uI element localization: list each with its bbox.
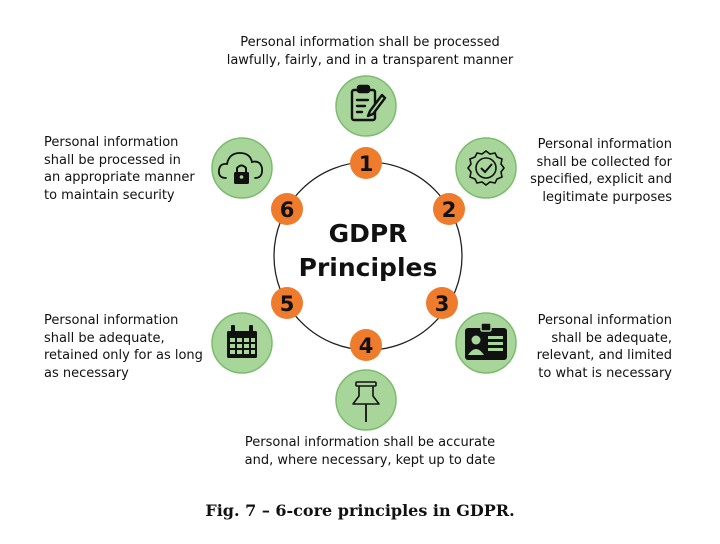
icon-circle-6: [211, 137, 273, 199]
principle-2-line-4: legitimate purposes: [542, 189, 672, 205]
icon-circle-2: [455, 137, 517, 199]
principle-3-line-4: to what is necessary: [538, 365, 672, 381]
badge-3: 3: [426, 287, 458, 319]
svg-text:1: 1: [359, 152, 374, 176]
principle-6-line-3: an appropriate manner: [44, 170, 195, 185]
principle-6-line-2: shall be processed in: [44, 152, 181, 168]
principle-5-line-1: Personal information: [44, 313, 179, 328]
principle-4-line-1: Personal information shall be accurate: [244, 435, 496, 450]
svg-text:5: 5: [280, 292, 295, 316]
principle-5-line-3: retained only for as long: [44, 348, 203, 363]
icon-circle-4: [335, 369, 397, 431]
principle-6-line-4: to maintain security: [44, 187, 175, 203]
icon-circle-1: [335, 75, 397, 137]
principle-6-line-1: Personal information: [44, 135, 179, 150]
principle-4-text: Personal information shall be accurate a…: [210, 434, 530, 469]
principle-5-line-2: shall be adequate,: [44, 330, 165, 346]
figure-caption: Fig. 7 – 6-core principles in GDPR.: [205, 501, 515, 520]
principle-3-line-3: relevant, and limited: [536, 348, 672, 363]
svg-text:6: 6: [280, 198, 295, 222]
center-title-line1: GDPR: [329, 219, 408, 248]
principle-6-text: Personal information shall be processed …: [44, 134, 219, 204]
principle-4-line-2: and, where necessary, kept up to date: [244, 452, 496, 468]
principle-2-line-1: Personal information: [537, 137, 672, 152]
certified-badge-icon: [467, 150, 505, 186]
svg-text:4: 4: [359, 334, 374, 358]
principle-5-text: Personal information shall be adequate, …: [44, 312, 229, 382]
icon-circle-3: [455, 312, 517, 374]
clipboard-pen-icon: [350, 84, 387, 122]
principle-2-line-2: shall be collected for: [536, 154, 672, 170]
svg-text:3: 3: [435, 292, 450, 316]
principle-1-line-2: lawfully, fairly, and in a transparent m…: [226, 52, 514, 68]
icon-circle-5: [211, 312, 273, 374]
badge-6: 6: [271, 193, 303, 225]
principle-3-line-2: shall be adequate,: [551, 330, 672, 346]
svg-text:2: 2: [442, 198, 457, 222]
principle-1-line-1: Personal information shall be processed: [240, 35, 500, 50]
principle-2-line-3: specified, explicit and: [530, 172, 672, 187]
badge-2: 2: [433, 193, 465, 225]
center-title-line2: Principles: [299, 253, 438, 282]
badge-4: 4: [350, 329, 382, 361]
principle-3-line-1: Personal information: [537, 313, 672, 328]
id-card-icon: [465, 322, 507, 360]
badge-5: 5: [271, 287, 303, 319]
principle-1-text: Personal information shall be processed …: [195, 34, 545, 69]
principle-3-text: Personal information shall be adequate, …: [500, 312, 672, 382]
push-pin-icon: [352, 381, 380, 422]
principle-5-line-4: as necessary: [44, 365, 129, 381]
badge-1: 1: [350, 147, 382, 179]
calendar-icon: [227, 325, 257, 358]
cloud-lock-icon: [217, 152, 264, 184]
principle-2-text: Personal information shall be collected …: [500, 136, 672, 206]
